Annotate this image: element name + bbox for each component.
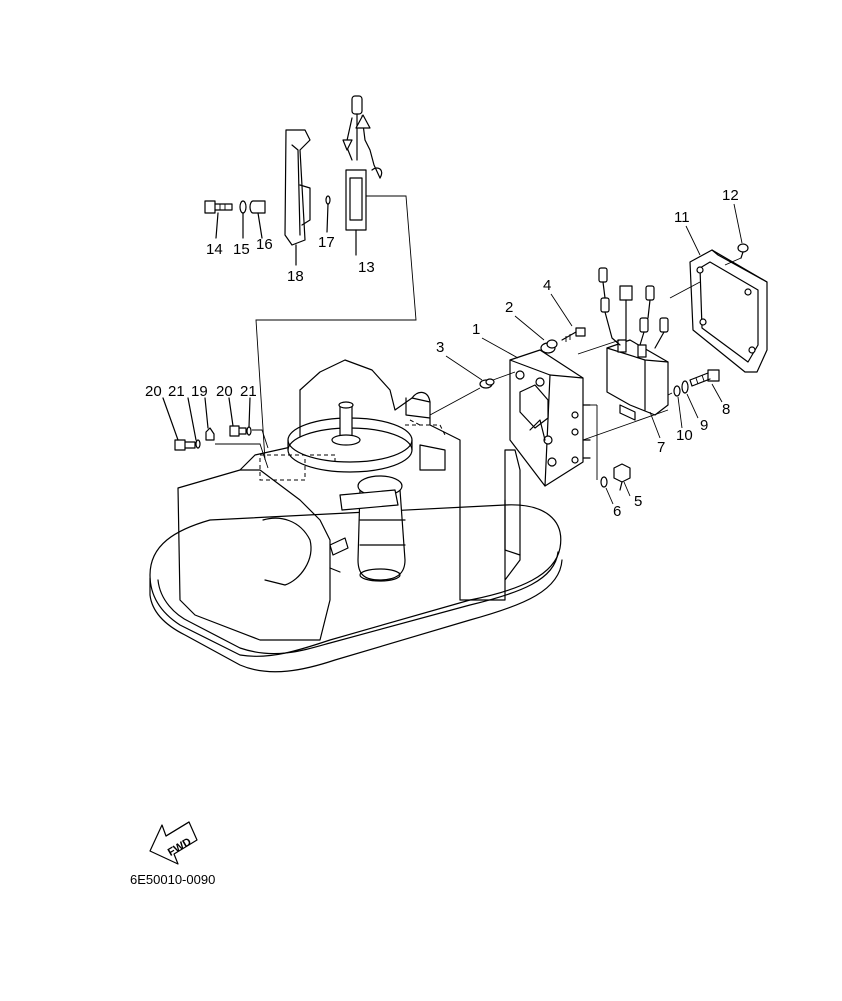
washer-15	[239, 200, 247, 239]
starter-motor	[329, 475, 406, 582]
label-9: 9	[700, 417, 708, 434]
label-4: 4	[543, 277, 551, 294]
part-labels: 1 2 3 4 5 6 7 8 9 10 11 12 13 14 15 16 1…	[145, 187, 743, 520]
label-6: 6	[613, 503, 621, 520]
engine-block	[177, 359, 521, 641]
label-2: 2	[505, 299, 513, 316]
label-15: 15	[233, 241, 250, 258]
bolt-20-left	[162, 397, 196, 451]
label-18: 18	[287, 268, 304, 285]
screw-4	[561, 327, 586, 342]
bolt-5	[613, 463, 631, 491]
label-11: 11	[674, 209, 690, 226]
bottom-cowling	[149, 504, 563, 673]
label-1: 1	[472, 321, 480, 338]
label-20-left: 20	[145, 383, 162, 400]
clip-17	[325, 195, 331, 233]
hidden-lines	[259, 419, 446, 481]
collar-3	[479, 378, 495, 389]
label-13: 13	[358, 259, 375, 276]
cover-11	[689, 249, 768, 373]
lead-wire-13	[342, 95, 383, 256]
label-7: 7	[657, 439, 665, 456]
label-17: 17	[318, 234, 335, 251]
label-20-right: 20	[216, 383, 233, 400]
label-5: 5	[634, 493, 642, 510]
label-3: 3	[436, 339, 444, 356]
label-21-right: 21	[240, 383, 257, 400]
flywheel	[287, 401, 413, 473]
label-12: 12	[722, 187, 739, 204]
washer-9	[681, 380, 689, 394]
cover-bracket-18	[284, 129, 311, 246]
bolt-14	[204, 200, 233, 239]
bolt-20-right	[228, 397, 247, 437]
label-19: 19	[191, 383, 208, 400]
label-10: 10	[676, 427, 693, 444]
grommet-2	[540, 339, 558, 354]
washer-10	[673, 385, 681, 397]
washer-6	[600, 476, 608, 488]
bracket-plate-1	[509, 349, 591, 487]
cdi-unit-7	[598, 267, 669, 421]
label-21-left: 21	[168, 383, 185, 400]
label-8: 8	[722, 401, 730, 418]
figure-code: 6E50010-0090	[130, 872, 215, 887]
collar-16	[249, 200, 266, 239]
label-14: 14	[206, 241, 223, 258]
washer-21-right	[246, 397, 252, 436]
screw-12	[724, 243, 749, 266]
forward-arrow-icon: FWD	[149, 821, 198, 865]
bolt-8	[689, 369, 720, 387]
clip-19	[204, 397, 215, 441]
washer-21-left	[187, 397, 201, 449]
label-16: 16	[256, 236, 273, 253]
